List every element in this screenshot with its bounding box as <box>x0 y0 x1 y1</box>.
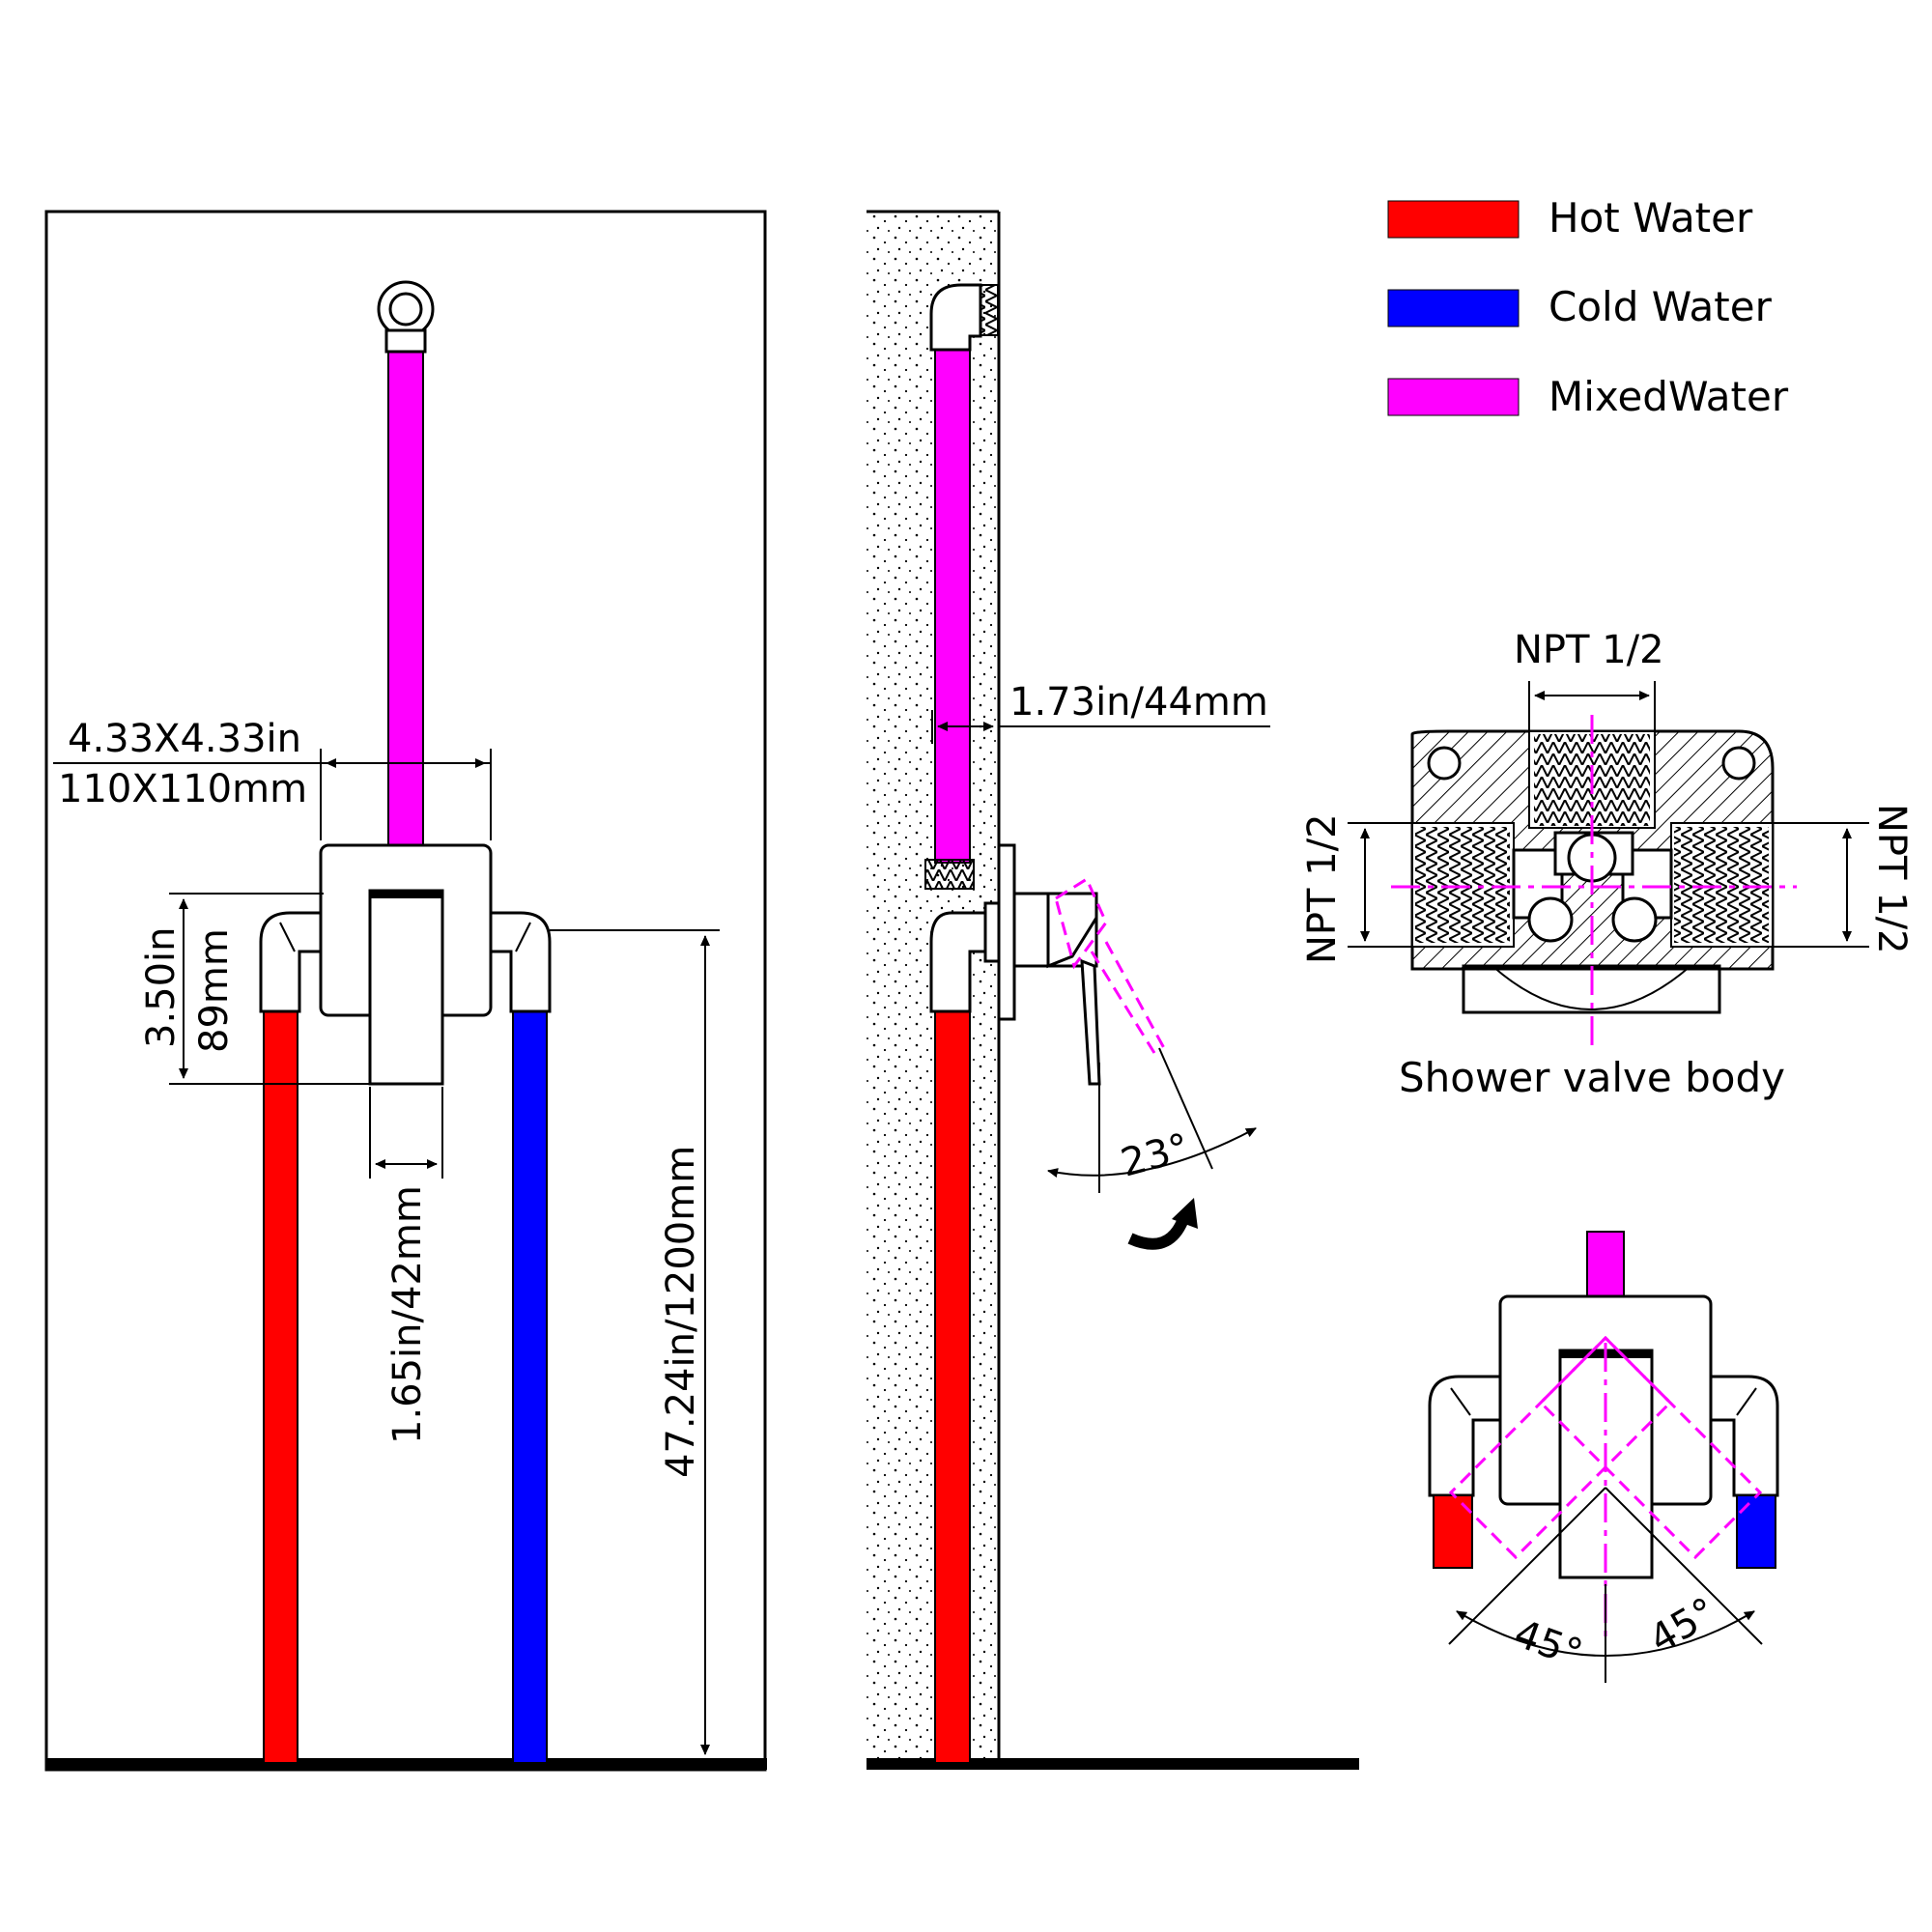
front-view: 4.33X4.33in 110X110mm 3.50in 89mm 1.65in… <box>44 210 767 1772</box>
shower-outlet-icon <box>377 280 435 354</box>
front-hot-elbow <box>259 911 324 1013</box>
side-mixed-pipe <box>934 347 971 864</box>
legend-label-cold: Cold Water <box>1548 283 1773 330</box>
wall-depth-label: 1.73in/44mm <box>1009 680 1268 724</box>
legend-label-hot: Hot Water <box>1548 194 1753 242</box>
height-in-label: 3.50in <box>139 926 184 1048</box>
valve-top-thread-label: NPT 1/2 <box>1514 628 1664 672</box>
front-hot-pipe <box>263 1010 298 1764</box>
side-handle-rotated <box>1054 876 1108 970</box>
height-mm-label: 89mm <box>192 928 237 1053</box>
side-handle <box>1080 958 1101 1086</box>
rotation-handle-left <box>1448 1335 1673 1560</box>
install-height-label: 47.24in/1200mm <box>659 1146 703 1478</box>
front-mixed-pipe <box>387 347 424 849</box>
legend-swatch-hot <box>1387 200 1520 239</box>
valve-port-right <box>1611 896 1658 943</box>
side-floor-line <box>867 1758 1359 1770</box>
side-valve-elbow <box>929 911 987 1013</box>
legend-swatch-mixed <box>1387 378 1520 416</box>
side-valve-thread <box>924 859 975 890</box>
rotation-cold-pipe <box>1736 1494 1776 1569</box>
front-cold-pipe <box>512 1010 548 1764</box>
side-hot-pipe <box>934 1010 971 1764</box>
rotation-arrow-icon <box>1127 1216 1189 1250</box>
rotation-handle-right <box>1538 1335 1763 1560</box>
valve-left-thread-label: NPT 1/2 <box>1300 813 1345 964</box>
front-handle <box>368 889 444 1086</box>
legend-label-mixed: MixedWater <box>1548 373 1789 420</box>
valve-body-caption: Shower valve body <box>1399 1054 1785 1101</box>
handle-angle-label: 23° <box>1117 1125 1194 1186</box>
rotation-hot-pipe <box>1433 1494 1473 1569</box>
rotation-left-angle-label: 45° <box>1509 1611 1588 1676</box>
legend: Hot Water Cold Water MixedWater <box>1387 194 1789 420</box>
rotation-mixed-pipe <box>1586 1231 1625 1300</box>
handle-width-label: 1.65in/42mm <box>385 1185 430 1444</box>
legend-swatch-cold <box>1387 289 1520 327</box>
side-top-elbow <box>929 283 982 352</box>
valve-right-thread-label: NPT 1/2 <box>1869 804 1914 954</box>
side-view: 1.73in/44mm 23° <box>867 210 1359 1770</box>
front-floor-line <box>46 1758 767 1770</box>
rotation-view: 45° 45° <box>1428 1231 1779 1683</box>
valve-body-section: NPT 1/2 NPT 1/2 NPT 1/2 Shower valve bod… <box>1300 628 1914 1101</box>
plate-size-mm-label: 110X110mm <box>58 767 307 811</box>
side-trim-plate <box>997 843 1016 1021</box>
front-cold-elbow <box>487 911 552 1013</box>
plate-size-in-label: 4.33X4.33in <box>68 717 301 761</box>
valve-port-left <box>1527 896 1574 943</box>
